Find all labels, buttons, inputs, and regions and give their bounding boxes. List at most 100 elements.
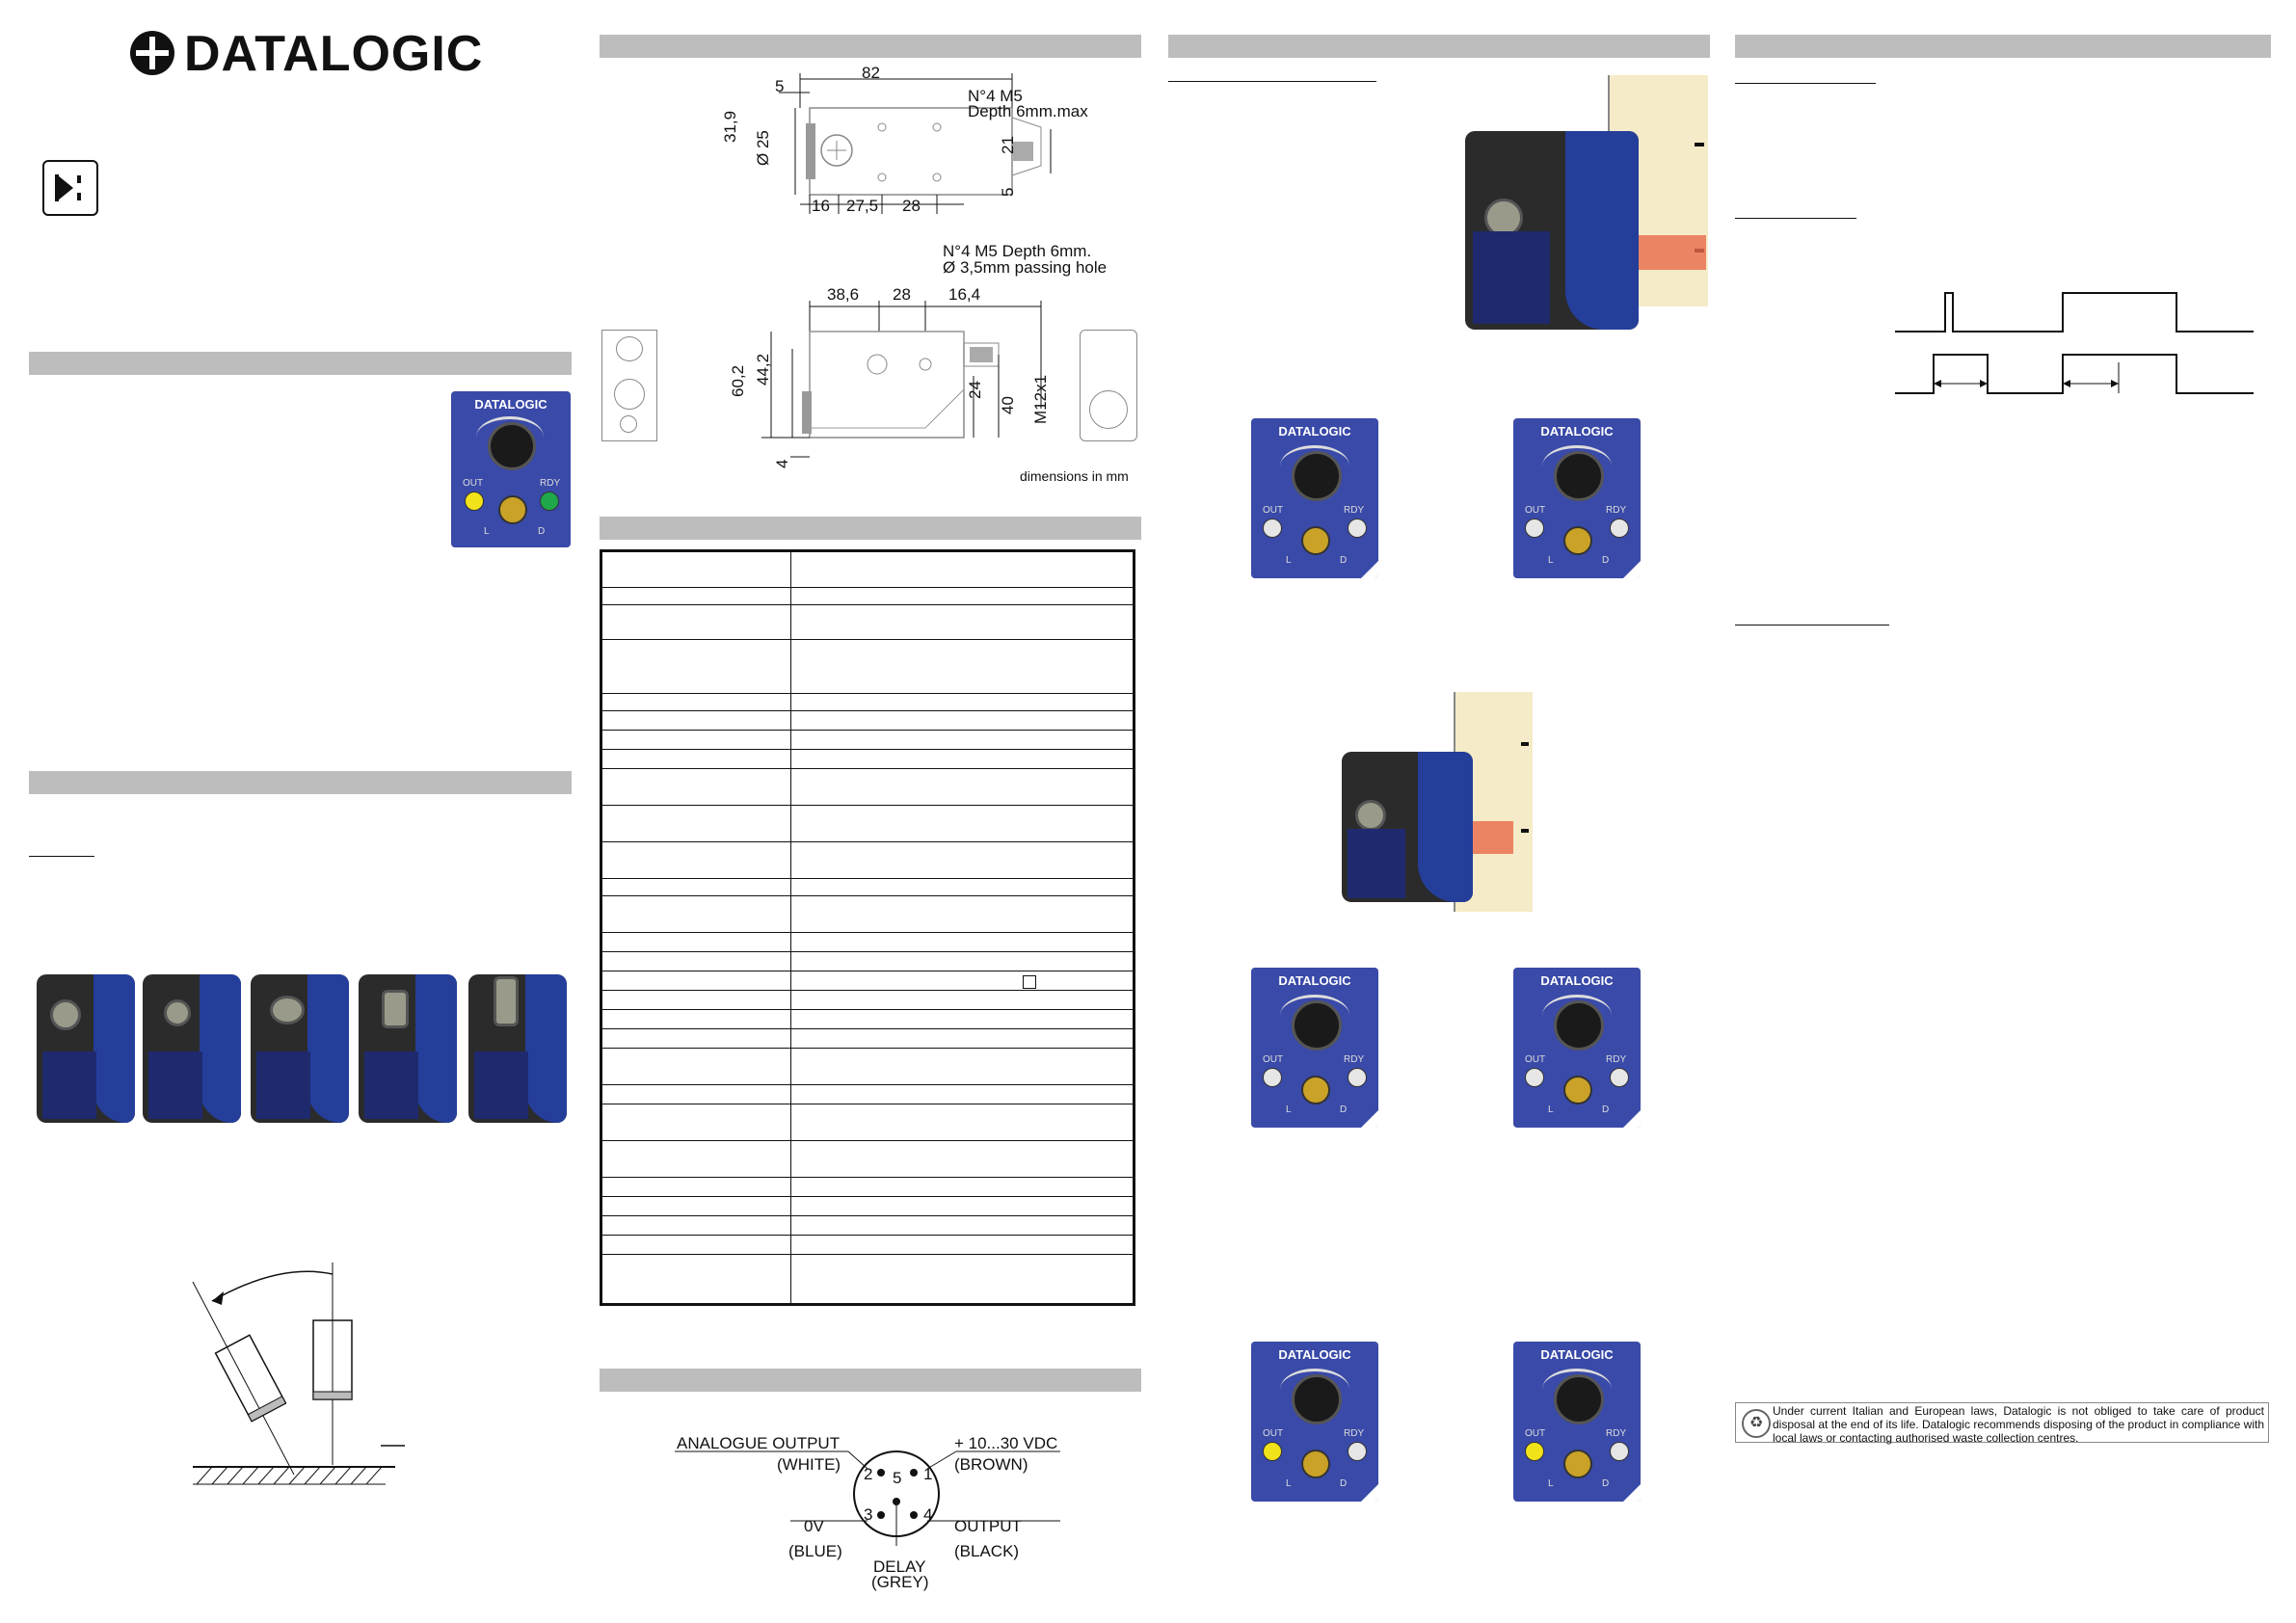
mode-switch	[498, 495, 527, 524]
dim-16-4: 16,4	[948, 285, 981, 304]
disposal-notice: ♻ Under current Italian and European law…	[1735, 1402, 2269, 1445]
pin-number-3: 3	[864, 1505, 873, 1524]
hole-note-side-line1: N°4 M5 Depth 6mm.	[943, 242, 1092, 260]
pin-number-1: 1	[923, 1465, 933, 1483]
dim-27-5: 27,5	[846, 197, 879, 215]
sensor-variant-1	[37, 974, 135, 1123]
pin-analogue-output: ANALOGUE OUTPUT	[677, 1434, 841, 1452]
mounting-angle-diagram	[192, 1263, 405, 1485]
sensitivity-knob	[1292, 451, 1342, 501]
pin-0v: 0V	[804, 1517, 824, 1535]
mode-switch	[1563, 1450, 1592, 1478]
sensitivity-knob	[1292, 1000, 1342, 1051]
hole-note-line1: N°4 M5	[968, 87, 1023, 105]
units-note: dimensions in mm	[1020, 468, 1129, 484]
sensitivity-knob	[1554, 1000, 1604, 1051]
pin-delay: DELAY	[873, 1557, 926, 1576]
underline	[1735, 83, 1876, 84]
underline	[29, 856, 94, 857]
timing-diagram	[1895, 292, 2254, 394]
dim-21: 21	[999, 136, 1017, 154]
out-led	[1525, 519, 1544, 538]
sensitivity-knob	[488, 422, 536, 470]
dim-d25: Ø 25	[754, 130, 772, 166]
dim-38-6: 38,6	[827, 285, 860, 304]
out-led	[465, 492, 484, 511]
dim-40: 40	[999, 396, 1017, 414]
dim-5-right: 5	[999, 187, 1017, 197]
mode-switch	[1563, 526, 1592, 555]
out-led	[1525, 1068, 1544, 1087]
end-view-left	[601, 330, 657, 441]
dim-28-top: 28	[902, 197, 921, 215]
panel-brand: DATALOGIC	[474, 397, 547, 412]
section-header-bar	[29, 352, 572, 375]
hole-note-side-line2: Ø 3,5mm passing hole	[943, 258, 1108, 277]
dim-60-2: 60,2	[729, 364, 747, 397]
pin-white: (WHITE)	[777, 1455, 841, 1474]
recycle-icon: ♻	[1742, 1409, 1771, 1438]
dim-5-top: 5	[775, 77, 785, 95]
sensor-illustration-near	[1342, 752, 1473, 902]
sensor-variant-5	[468, 974, 567, 1123]
specifications-table	[600, 549, 1135, 1306]
pin-brown: (BROWN)	[954, 1455, 1028, 1474]
sensitivity-knob	[1554, 1374, 1604, 1424]
dim-82: 82	[862, 64, 880, 82]
end-view-right	[1080, 330, 1137, 441]
sensor-variant-4	[359, 974, 457, 1123]
datalogic-mark-icon	[130, 31, 174, 75]
dimension-drawing-top-view	[779, 73, 1052, 214]
rdy-led	[1348, 1442, 1367, 1461]
mode-switch	[1563, 1076, 1592, 1104]
out-led	[1263, 1068, 1282, 1087]
out-led	[1263, 1442, 1282, 1461]
checkbox-icon	[1023, 975, 1036, 989]
section-header-bar	[1735, 35, 2271, 58]
section-header-bar	[600, 35, 1141, 58]
dim-44-2: 44,2	[754, 353, 772, 386]
section-header-bar	[1168, 35, 1710, 58]
mode-switch	[1301, 1450, 1330, 1478]
play-forward-icon	[42, 160, 98, 216]
section-header-bar	[29, 771, 572, 794]
rdy-led	[1348, 519, 1367, 538]
dimension-drawing-side-view	[761, 301, 1042, 458]
dim-31-9: 31,9	[721, 110, 739, 143]
underline	[1735, 218, 1856, 219]
connector-pinout-diagram	[675, 1450, 1060, 1546]
sensitivity-knob	[1554, 451, 1604, 501]
rdy-led	[1348, 1068, 1367, 1087]
dim-16: 16	[812, 197, 830, 215]
sensor-illustration-far	[1465, 131, 1639, 330]
pin-grey: (GREY)	[871, 1573, 929, 1591]
pin-number-5: 5	[893, 1469, 902, 1487]
brand-logo: DATALOGIC	[130, 25, 483, 83]
out-led	[1263, 519, 1282, 538]
underline	[1168, 81, 1376, 82]
mode-switch	[1301, 526, 1330, 555]
sensitivity-knob	[1292, 1374, 1342, 1424]
pin-black: (BLACK)	[954, 1542, 1020, 1560]
dim-28-side: 28	[893, 285, 911, 304]
dim-24: 24	[966, 381, 984, 399]
laser-beam	[1465, 821, 1513, 854]
sensor-control-panel: DATALOGIC OUT RDY L D	[451, 391, 571, 547]
dim-4: 4	[773, 459, 791, 468]
rdy-led	[1610, 519, 1629, 538]
rdy-led	[1610, 1068, 1629, 1087]
section-header-bar	[600, 517, 1141, 540]
pin-supply: + 10...30 VDC	[954, 1434, 1058, 1452]
dim-m12: M12x1	[1031, 374, 1050, 424]
disposal-text: Under current Italian and European laws,…	[1773, 1404, 2264, 1445]
sensor-variant-2	[143, 974, 241, 1123]
pin-number-2: 2	[864, 1465, 873, 1483]
pin-blue: (BLUE)	[788, 1542, 842, 1560]
hole-note-line2: Depth 6mm.max	[968, 102, 1088, 120]
